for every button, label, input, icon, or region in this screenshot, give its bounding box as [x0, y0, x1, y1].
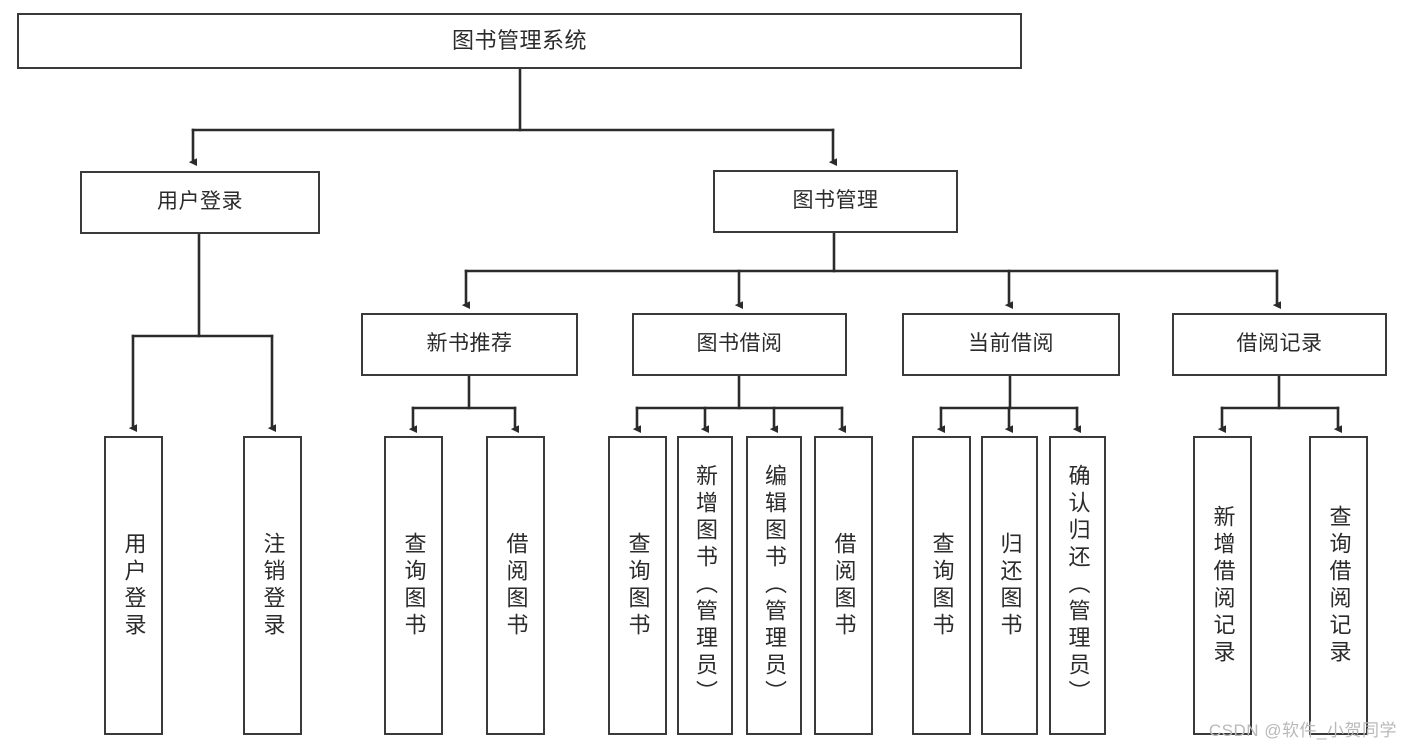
node-leaf-add-record[interactable]: 新增借阅记录: [1193, 436, 1252, 735]
node-label: 查询图书: [929, 531, 955, 640]
node-label: 借阅图书: [503, 531, 529, 640]
node-leaf-query-book-1[interactable]: 查询图书: [384, 436, 443, 735]
node-label: 新增借阅记录: [1210, 504, 1236, 667]
node-label: 确认归还（管理员）: [1065, 464, 1091, 707]
node-label: 借阅记录: [1236, 332, 1323, 356]
node-label: 查询图书: [625, 531, 651, 640]
node-leaf-edit-book[interactable]: 编辑图书（管理员）: [746, 436, 802, 735]
node-label: 借阅图书: [831, 531, 857, 640]
node-book-manage[interactable]: 图书管理: [713, 170, 958, 233]
node-label: 图书借阅: [696, 332, 783, 356]
node-leaf-confirm-return[interactable]: 确认归还（管理员）: [1049, 436, 1106, 735]
node-label: 归还图书: [997, 531, 1023, 640]
node-label: 查询借阅记录: [1326, 504, 1352, 667]
node-leaf-query-record[interactable]: 查询借阅记录: [1309, 436, 1368, 735]
node-leaf-borrow-book-1[interactable]: 借阅图书: [486, 436, 545, 735]
node-leaf-query-book-2[interactable]: 查询图书: [608, 436, 667, 735]
node-label: 当前借阅: [968, 332, 1054, 356]
node-label: 新增图书（管理员）: [693, 464, 718, 707]
node-label: 图书管理: [792, 189, 879, 213]
node-label: 注销登录: [260, 531, 286, 640]
node-label: 编辑图书（管理员）: [762, 464, 787, 707]
node-label: 新书推荐: [426, 332, 513, 356]
node-label: 查询图书: [401, 531, 427, 640]
node-label: 用户登录: [121, 531, 147, 640]
node-book-borrow[interactable]: 图书借阅: [632, 313, 847, 376]
node-leaf-return-book[interactable]: 归还图书: [981, 436, 1038, 735]
node-current-borrow[interactable]: 当前借阅: [902, 313, 1120, 376]
node-borrow-record[interactable]: 借阅记录: [1172, 313, 1387, 376]
node-leaf-logout-login[interactable]: 注销登录: [243, 436, 302, 735]
node-leaf-query-book-3[interactable]: 查询图书: [912, 436, 971, 735]
node-leaf-add-book[interactable]: 新增图书（管理员）: [677, 436, 733, 735]
node-book-management-system[interactable]: 图书管理系统: [17, 13, 1022, 69]
node-leaf-borrow-book-2[interactable]: 借阅图书: [814, 436, 873, 735]
node-new-book-recommend[interactable]: 新书推荐: [361, 313, 578, 376]
node-label: 用户登录: [157, 190, 243, 214]
node-user-login[interactable]: 用户登录: [80, 171, 320, 234]
node-leaf-user-login[interactable]: 用户登录: [104, 436, 163, 735]
node-label: 图书管理系统: [451, 28, 587, 54]
